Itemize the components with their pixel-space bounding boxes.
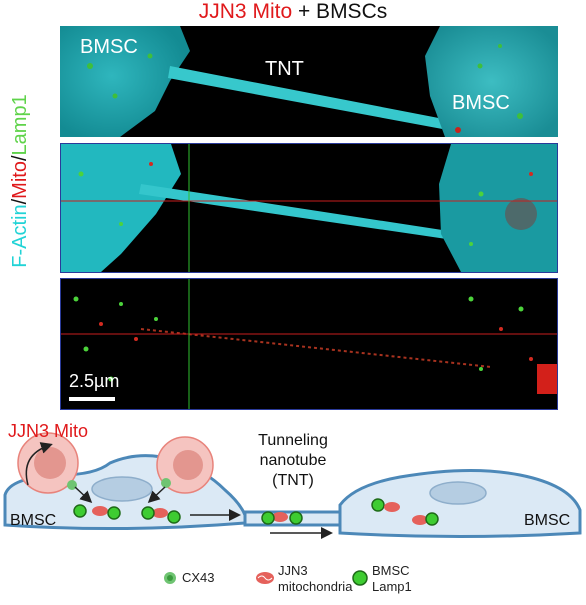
microscopy-panel-3d: BMSC TNT BMSC [60, 26, 558, 137]
legend-lamp1-label: BMSC Lamp1 [372, 563, 412, 594]
channel-label-sep1: / [9, 198, 31, 205]
cx43-icon [164, 572, 176, 584]
bmsc-right-label: BMSC [524, 512, 571, 529]
channel-label-mito: Mito [9, 161, 31, 199]
tnt-label-line1: Tunneling [258, 432, 328, 449]
title-bmscs: + BMSCs [292, 0, 388, 23]
channel-label-sep2: / [9, 155, 31, 162]
panel-3d-image [60, 26, 558, 137]
label-bmsc-left: BMSC [80, 36, 138, 58]
tnt-label-line3: (TNT) [272, 472, 314, 489]
figure-title: JJN3 Mito + BMSCs [0, 0, 586, 24]
legend-cx43-label: CX43 [182, 570, 215, 585]
legend-mitochondria-label: JJN3 mitochondria [278, 563, 353, 594]
lamp1-icon [352, 570, 368, 586]
scale-bar [69, 397, 115, 401]
scale-bar-label: 2.5µm [69, 371, 120, 391]
label-bmsc-right: BMSC [452, 92, 510, 114]
channel-label-factin: F-Actin [9, 204, 31, 268]
microscopy-panel-merged [60, 143, 558, 273]
channel-label-lamp1: Lamp1 [9, 94, 31, 156]
panel-merged-image [61, 144, 557, 272]
microscopy-panel-mito-lamp1: 2.5µm [60, 278, 558, 410]
schematic-diagram: JJN3 Mito BMSC BMSC Tunneling nanotube (… [0, 415, 586, 600]
bmsc-left-label: BMSC [10, 512, 57, 529]
panel-mito-lamp1-image [61, 279, 557, 409]
mitochondria-icon [256, 572, 274, 584]
channel-label: F-Actin/Mito/Lamp1 [7, 81, 33, 281]
label-tnt: TNT [265, 58, 304, 80]
tnt-label: Tunneling nanotube (TNT) [250, 431, 336, 491]
title-jjn3-mito: JJN3 Mito [198, 0, 293, 23]
schematic-graphic [3, 432, 582, 586]
tnt-label-line2: nanotube [259, 452, 327, 469]
jjn3-mito-label: JJN3 Mito [8, 421, 89, 441]
